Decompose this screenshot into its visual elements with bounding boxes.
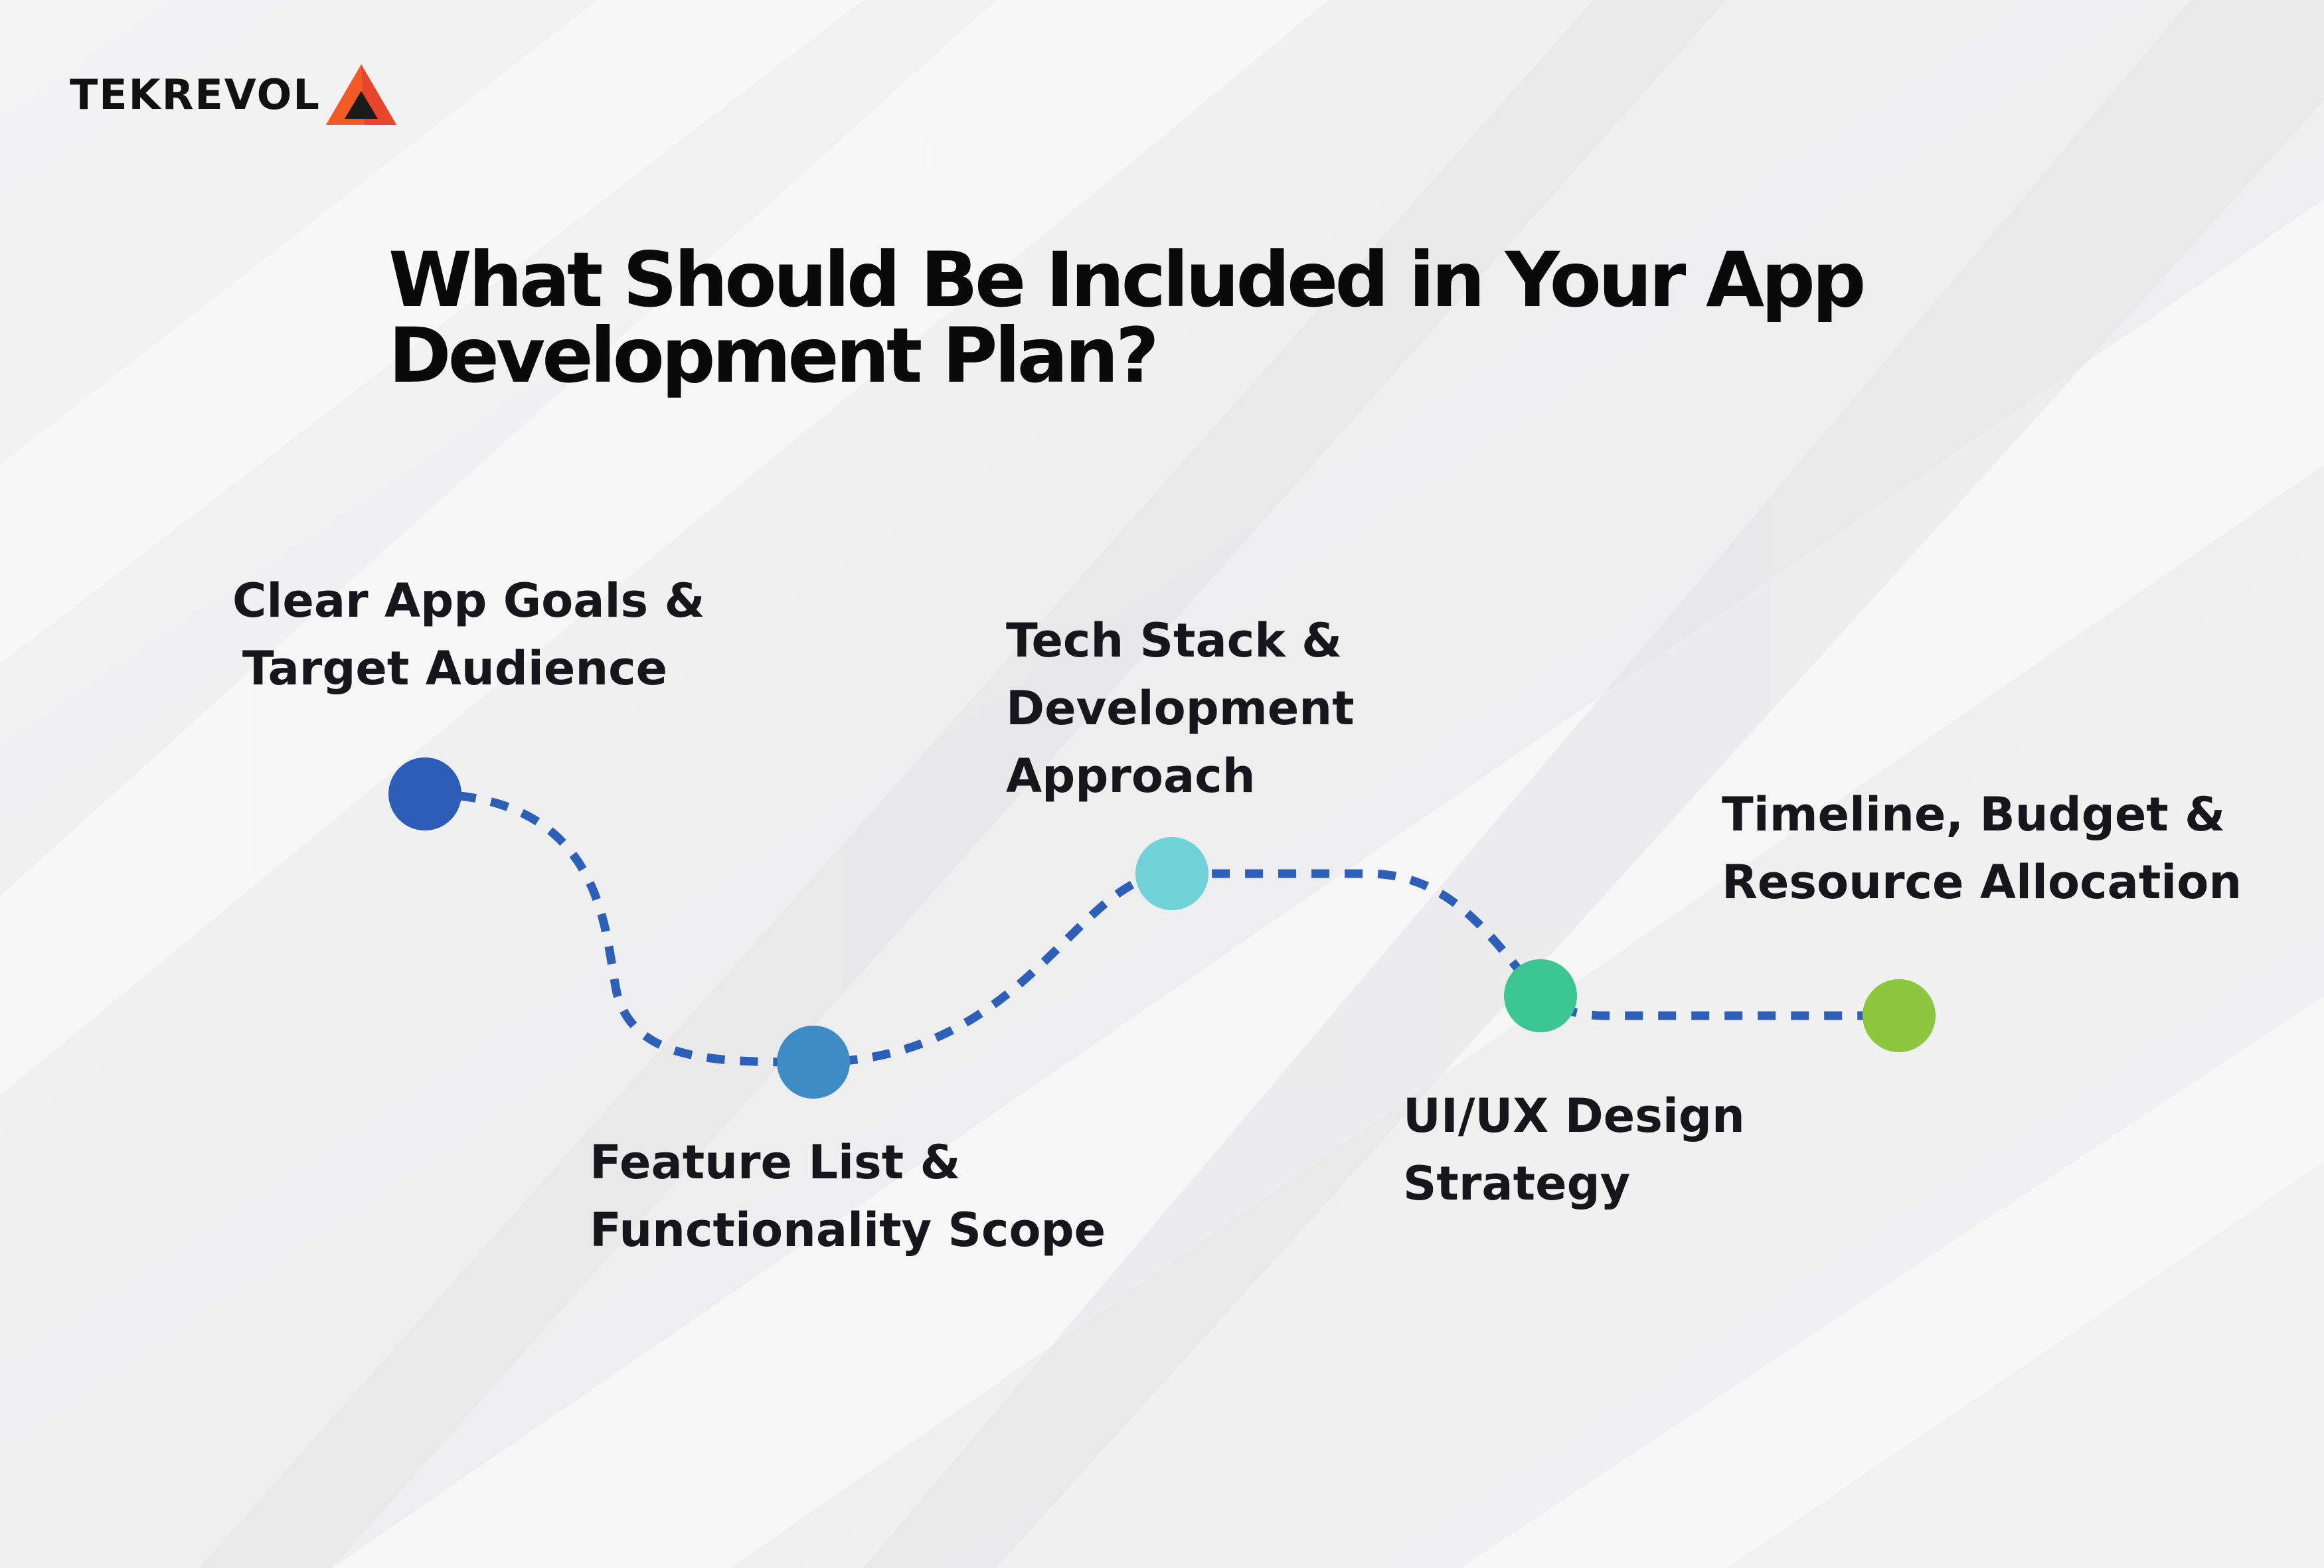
step-2-label: Feature List & Functionality Scope: [590, 1129, 1106, 1264]
step-4-line-2: Strategy: [1403, 1156, 1631, 1211]
step-2-node: [777, 1026, 850, 1099]
step-4-label: UI/UX Design Strategy: [1403, 1082, 1745, 1217]
step-1-line-2: Target Audience: [242, 641, 668, 696]
step-2-line-2: Functionality Scope: [590, 1203, 1106, 1257]
step-3-node: [1135, 837, 1208, 910]
brand-logo: TEKREVOL: [70, 63, 398, 126]
step-2-line-1: Feature List &: [590, 1135, 961, 1190]
dotted-connector: [424, 789, 1896, 1067]
step-1-node: [388, 757, 461, 830]
step-3-line-3: Approach: [1006, 749, 1256, 803]
step-1-label: Clear App Goals & Target Audience: [232, 567, 705, 702]
step-5-node: [1863, 979, 1936, 1052]
step-4-node: [1504, 959, 1577, 1032]
step-1-line-1: Clear App Goals &: [232, 574, 705, 628]
step-3-label: Tech Stack & Development Approach: [1006, 607, 1355, 810]
step-3-line-2: Development: [1006, 681, 1355, 736]
page-title: What Should Be Included in Your App Deve…: [388, 242, 1916, 394]
step-5-line-2: Resource Allocation: [1722, 855, 2242, 909]
step-3-line-1: Tech Stack &: [1006, 613, 1343, 668]
step-5-line-1: Timeline, Budget &: [1722, 787, 2226, 842]
logo-text: TEKREVOL: [70, 70, 321, 119]
step-5-label: Timeline, Budget & Resource Allocation: [1722, 781, 2242, 916]
title-line-1: What Should Be Included in Your App: [388, 236, 1866, 324]
logo-triangle-icon: [325, 64, 396, 125]
title-line-2: Development Plan?: [388, 311, 1159, 400]
step-4-line-1: UI/UX Design: [1403, 1089, 1745, 1143]
